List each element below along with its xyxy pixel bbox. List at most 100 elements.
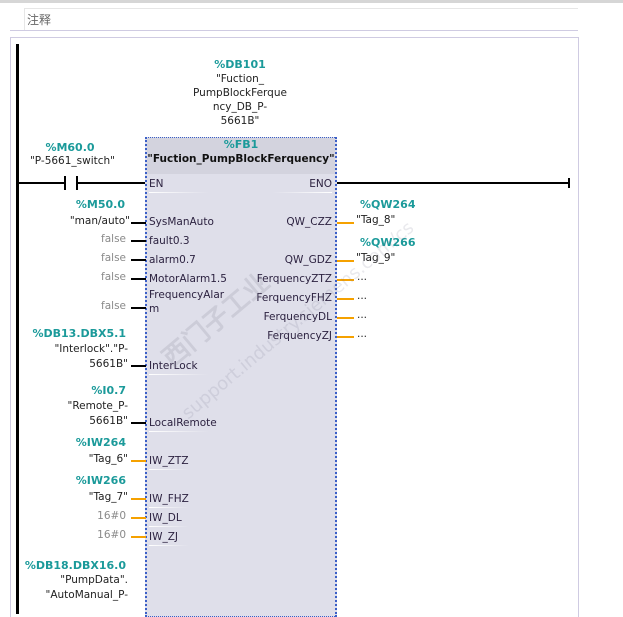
operand-address[interactable]: %DB13.DBX5.1: [32, 327, 126, 340]
pin-qw-gdz[interactable]: QW_GDZ: [284, 254, 332, 266]
operand-symbol-line: "Interlock"."P-: [54, 343, 128, 355]
pin-underline: [272, 192, 332, 193]
operand-placeholder[interactable]: ...: [357, 290, 368, 302]
operand-address[interactable]: %I0.7: [91, 384, 126, 397]
function-block-title: "Fuction_PumpBlockFerquency": [147, 153, 335, 165]
pin-motoralarm1-5[interactable]: MotorAlarm1.5: [149, 273, 227, 285]
operand-symbol-line: 5661B": [89, 358, 128, 370]
output-wire: [337, 336, 354, 338]
contact-address[interactable]: %M60.0: [45, 141, 95, 154]
pin-iw-ztz[interactable]: IW_ZTZ: [149, 455, 189, 467]
operand-constant[interactable]: false: [101, 252, 126, 264]
pin-frequencyalarm[interactable]: FrequencyAlar: [149, 289, 225, 301]
input-wire: [131, 240, 146, 242]
operand-symbol-line: "PumpData".: [60, 574, 128, 586]
input-wire: [131, 259, 146, 261]
pin-fault0-3[interactable]: fault0.3: [149, 235, 190, 247]
operand-symbol[interactable]: "Tag_6": [88, 453, 128, 465]
pin-localremote[interactable]: LocalRemote: [149, 417, 217, 429]
operand-symbol[interactable]: "Remote_P- 5661B": [20, 399, 128, 429]
input-wire: [131, 422, 146, 424]
left-power-rail: [16, 44, 19, 614]
input-wire: [131, 307, 146, 309]
operand-constant[interactable]: false: [101, 271, 126, 283]
pin-iw-fhz[interactable]: IW_FHZ: [149, 493, 189, 505]
operand-constant[interactable]: 16#0: [97, 529, 126, 541]
pin-underline: [149, 469, 189, 470]
operand-constant[interactable]: false: [101, 300, 126, 312]
pin-sysmanauto[interactable]: SysManAuto: [149, 216, 214, 228]
operand-address[interactable]: %M50.0: [75, 198, 125, 211]
operand-symbol[interactable]: "Tag_9": [356, 252, 396, 264]
operand-constant[interactable]: 16#0: [97, 510, 126, 522]
operand-symbol[interactable]: "Tag_8": [356, 214, 396, 226]
rung-wire: [78, 182, 146, 184]
top-strip: [0, 0, 623, 3]
pin-underline: [149, 192, 209, 193]
input-wire: [131, 460, 146, 462]
contact-symbol[interactable]: "P-5661_switch": [29, 155, 116, 167]
comment-separator: [10, 30, 578, 31]
pin-qw-czz[interactable]: QW_CZZ: [286, 216, 332, 228]
instance-db-symbol-line: ncy_DB_P-: [212, 101, 268, 113]
pin-en[interactable]: EN: [149, 178, 164, 190]
pin-iw-dl[interactable]: IW_DL: [149, 512, 182, 524]
instance-db-symbol[interactable]: "Fuction_ PumpBlockFerque ncy_DB_P- 5661…: [170, 72, 310, 128]
rung-wire: [18, 182, 64, 184]
pin-eno[interactable]: ENO: [309, 178, 332, 190]
pin-underline: [149, 526, 189, 527]
operand-symbol[interactable]: "Tag_7": [88, 491, 128, 503]
operand-symbol[interactable]: "PumpData". "AutoManual_P-: [20, 573, 128, 603]
input-wire: [131, 536, 146, 538]
pin-underline: [149, 374, 209, 375]
pin-underline: [149, 545, 189, 546]
instance-db-symbol-line: PumpBlockFerque: [193, 87, 287, 99]
instance-db-symbol-line: 5661B": [220, 115, 260, 127]
operand-placeholder[interactable]: ...: [357, 309, 368, 321]
input-wire: [131, 278, 146, 280]
network-frame: [10, 37, 579, 617]
output-wire: [337, 317, 354, 319]
comment-label: 注释: [27, 13, 52, 27]
pin-underline: [149, 431, 209, 432]
pin-frequencyalarm-cont: m: [149, 303, 160, 315]
normally-open-contact[interactable]: [62, 176, 78, 190]
operand-constant[interactable]: false: [101, 233, 126, 245]
pin-ferquencyztz[interactable]: FerquencyZTZ: [256, 273, 332, 285]
pin-ferquencyfhz[interactable]: FerquencyFHZ: [256, 292, 332, 304]
operand-symbol-line: "Remote_P-: [67, 400, 128, 412]
operand-address[interactable]: %DB18.DBX16.0: [24, 559, 126, 572]
pin-ferquencyzj[interactable]: FerquencyZJ: [267, 330, 332, 342]
operand-address[interactable]: %QW266: [360, 236, 416, 249]
operand-placeholder[interactable]: ...: [357, 271, 368, 283]
output-wire: [337, 298, 354, 300]
pin-alarm0-7[interactable]: alarm0.7: [149, 254, 196, 266]
instance-db-symbol-line: "Fuction_: [215, 73, 265, 85]
output-wire: [337, 222, 354, 224]
rung-end-cap: [568, 178, 570, 188]
input-wire: [131, 222, 146, 224]
function-block-header: %FB1 "Fuction_PumpBlockFerquency": [147, 138, 335, 174]
operand-symbol-line: "AutoManual_P-: [45, 589, 128, 601]
function-block[interactable]: %FB1 "Fuction_PumpBlockFerquency" EN ENO…: [145, 137, 337, 617]
operand-address[interactable]: %QW264: [360, 198, 416, 211]
pin-interlock[interactable]: InterLock: [149, 360, 198, 372]
pin-underline: [149, 507, 189, 508]
operand-address[interactable]: %IW266: [75, 474, 126, 487]
input-wire: [131, 365, 146, 367]
operand-symbol-line: 5661B": [89, 415, 128, 427]
operand-symbol[interactable]: "man/auto": [69, 215, 130, 227]
eno-wire: [337, 182, 569, 184]
operand-symbol[interactable]: "Interlock"."P- 5661B": [20, 342, 128, 372]
function-block-number: %FB1: [223, 138, 259, 151]
pin-ferquencydl[interactable]: FerquencyDL: [263, 311, 332, 323]
instance-db-address[interactable]: %DB101: [214, 58, 266, 71]
output-wire: [337, 279, 354, 281]
network-comment-field[interactable]: 注释: [24, 8, 578, 30]
operand-address[interactable]: %IW264: [75, 436, 126, 449]
input-wire: [131, 498, 146, 500]
pin-iw-zj[interactable]: IW_ZJ: [149, 531, 179, 543]
output-wire: [337, 260, 354, 262]
operand-placeholder[interactable]: ...: [357, 328, 368, 340]
input-wire: [131, 517, 146, 519]
